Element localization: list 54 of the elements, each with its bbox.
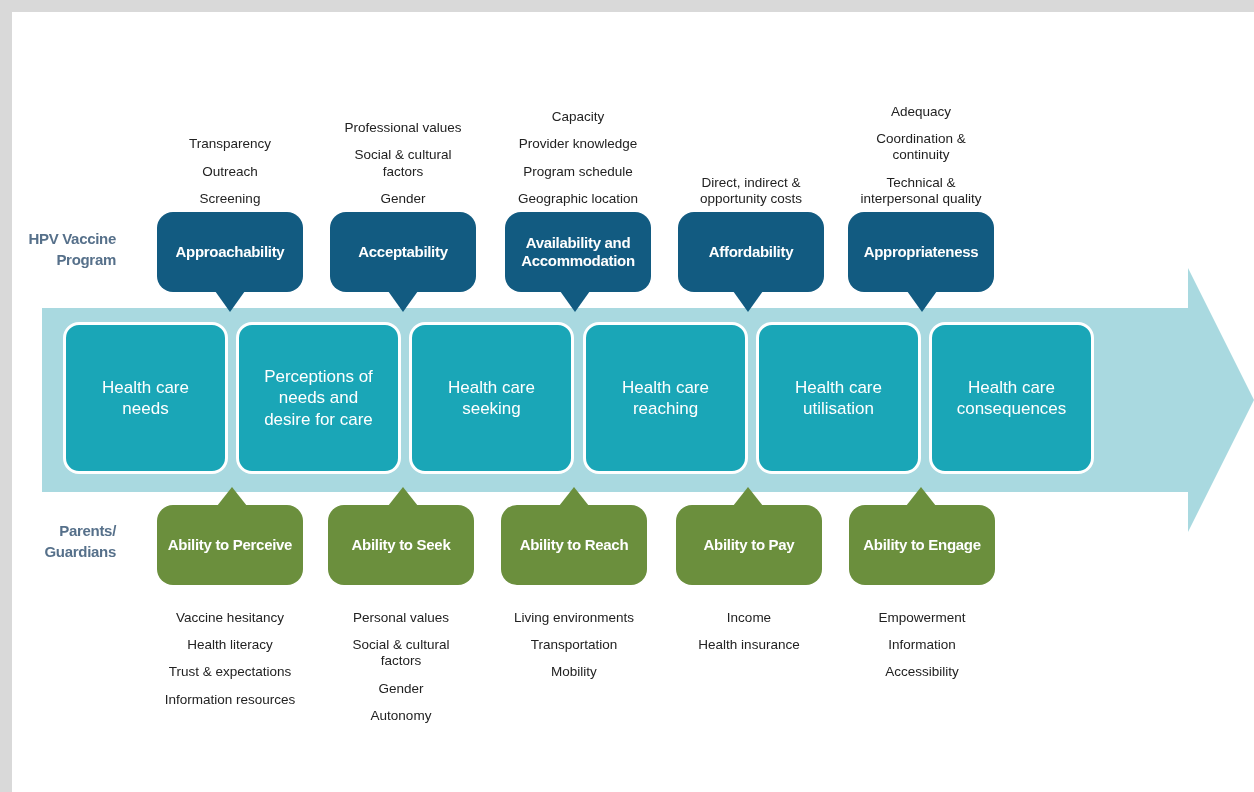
stage-box <box>756 322 921 474</box>
stage-label: Health care reaching <box>621 376 710 420</box>
factor-text: Direct, indirect & opportunity costs <box>698 174 804 207</box>
callout-label: Ability to Seek <box>351 536 451 554</box>
factor-text: Gender <box>378 680 424 697</box>
factor-text: Information <box>888 637 956 654</box>
factor-text: Information resources <box>164 691 296 708</box>
factor-text: Adequacy <box>890 104 951 121</box>
callout-label: Ability to Engage <box>863 536 981 554</box>
factor-text: Trust & expectations <box>168 664 292 681</box>
factor-text: Capacity <box>551 109 605 126</box>
callout-label: Acceptability <box>358 243 448 261</box>
factor-text: Income <box>726 610 772 627</box>
factor-text: Empowerment <box>878 610 966 627</box>
callout-label: Affordability <box>708 243 794 261</box>
factor-text: Program schedule <box>523 163 633 180</box>
factor-text: Technical & interpersonal quality <box>859 174 983 207</box>
stage-label: Perceptions of needs and desire for care <box>263 366 374 430</box>
row-label: Parents/ Guardians <box>43 521 116 562</box>
factor-text: Provider knowledge <box>518 136 638 153</box>
stage-box <box>63 322 228 474</box>
stage-label: Health care consequences <box>955 376 1068 420</box>
stage-label: Health care seeking <box>447 376 536 420</box>
factor-text: Personal values <box>352 610 450 627</box>
callout-label: Ability to Reach <box>519 536 629 554</box>
callout-label: Approachability <box>175 243 285 261</box>
factor-text: Geographic location <box>517 190 639 207</box>
factor-text: Mobility <box>551 664 597 681</box>
factor-text: Social & cultural factors <box>351 637 451 670</box>
factor-text: Health insurance <box>698 637 800 654</box>
stage-label: Health care needs <box>101 376 190 420</box>
stage-box <box>409 322 574 474</box>
factor-text: Transparency <box>188 136 271 153</box>
stage-label: Health care utilisation <box>794 376 883 420</box>
stage-box <box>583 322 748 474</box>
factor-text: Accessibility <box>885 664 959 681</box>
callout-label: Appropriateness <box>863 243 979 261</box>
factor-text: Autonomy <box>370 707 432 724</box>
factor-text: Health literacy <box>187 637 273 654</box>
factor-text: Living environments <box>513 610 635 627</box>
factor-text: Transportation <box>530 637 618 654</box>
factor-text: Gender <box>380 190 426 207</box>
row-label: HPV Vaccine Program <box>27 229 116 270</box>
factor-text: Professional values <box>344 120 462 137</box>
callout-label: Ability to Perceive <box>167 536 293 554</box>
callout-label: Availability and Accommodation <box>520 234 636 270</box>
stage-box <box>929 322 1094 474</box>
callout-label: Ability to Pay <box>703 536 795 554</box>
factor-text: Outreach <box>202 163 258 180</box>
factor-text: Screening <box>199 190 261 207</box>
factor-text: Social & cultural factors <box>353 147 453 180</box>
stage-box <box>236 322 401 474</box>
factor-text: Vaccine hesitancy <box>176 610 284 627</box>
factor-text: Coordination & continuity <box>875 131 967 164</box>
